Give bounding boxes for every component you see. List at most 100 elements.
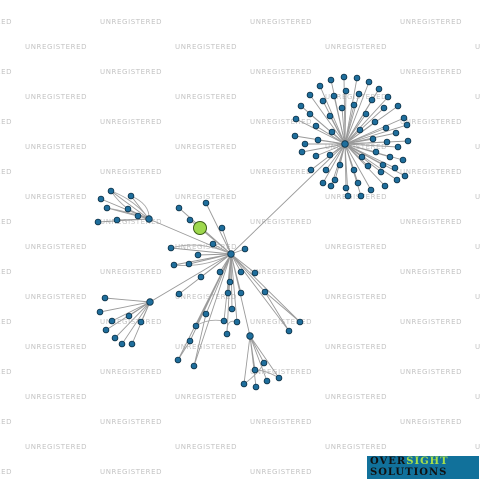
network-node[interactable] [355,90,363,98]
network-node[interactable] [291,132,299,140]
network-node[interactable] [362,110,370,118]
network-node[interactable] [228,305,236,313]
network-node[interactable] [364,162,372,170]
network-node[interactable] [326,112,334,120]
network-node[interactable] [350,101,358,109]
network-node[interactable] [365,78,373,86]
network-node[interactable] [392,129,400,137]
network-node[interactable] [137,318,145,326]
network-node[interactable] [312,122,320,130]
network-node[interactable] [216,268,224,276]
network-node[interactable] [108,317,116,325]
network-node[interactable] [394,102,402,110]
network-node[interactable] [330,92,338,100]
network-node[interactable] [338,104,346,112]
network-node[interactable] [400,114,408,122]
network-node[interactable] [134,212,142,220]
network-node[interactable] [186,216,194,224]
network-node[interactable] [319,179,327,187]
network-node[interactable] [174,356,182,364]
network-node[interactable] [344,192,352,200]
focal-node[interactable] [193,221,207,235]
network-node[interactable] [399,156,407,164]
network-node[interactable] [186,337,194,345]
network-node[interactable] [175,290,183,298]
network-node[interactable] [118,340,126,348]
hub-node[interactable] [246,332,254,340]
network-node[interactable] [342,184,350,192]
network-node[interactable] [394,143,402,151]
network-node[interactable] [251,269,259,277]
network-node[interactable] [223,330,231,338]
network-node[interactable] [297,102,305,110]
network-node[interactable] [340,73,348,81]
network-node[interactable] [319,97,327,105]
network-node[interactable] [94,218,102,226]
network-node[interactable] [393,176,401,184]
network-node[interactable] [103,204,111,212]
network-node[interactable] [312,152,320,160]
network-node[interactable] [384,93,392,101]
network-node[interactable] [296,318,304,326]
network-node[interactable] [327,182,335,190]
network-node[interactable] [301,140,309,148]
network-node[interactable] [197,273,205,281]
network-node[interactable] [404,137,412,145]
network-node[interactable] [336,161,344,169]
hub-node[interactable] [145,215,153,223]
network-node[interactable] [380,104,388,112]
network-node[interactable] [128,340,136,348]
network-node[interactable] [192,322,200,330]
network-node[interactable] [101,294,109,302]
network-node[interactable] [113,216,121,224]
network-node[interactable] [233,318,241,326]
network-node[interactable] [356,126,364,134]
network-node[interactable] [357,192,365,200]
network-node[interactable] [240,380,248,388]
network-node[interactable] [383,138,391,146]
network-node[interactable] [167,244,175,252]
network-node[interactable] [275,374,283,382]
network-node[interactable] [111,334,119,342]
network-node[interactable] [97,195,105,203]
network-node[interactable] [386,153,394,161]
network-node[interactable] [202,199,210,207]
network-node[interactable] [209,240,217,248]
network-node[interactable] [350,166,358,174]
network-node[interactable] [292,115,300,123]
network-node[interactable] [369,135,377,143]
network-node[interactable] [96,308,104,316]
network-node[interactable] [377,168,385,176]
hub-node[interactable] [227,250,235,258]
network-node[interactable] [190,362,198,370]
network-node[interactable] [218,224,226,232]
network-node[interactable] [328,128,336,136]
network-node[interactable] [327,76,335,84]
network-node[interactable] [202,310,210,318]
network-node[interactable] [194,251,202,259]
network-node[interactable] [368,96,376,104]
network-node[interactable] [307,166,315,174]
network-node[interactable] [127,192,135,200]
network-node[interactable] [107,187,115,195]
network-node[interactable] [371,118,379,126]
network-node[interactable] [342,87,350,95]
network-node[interactable] [391,164,399,172]
network-node[interactable] [220,317,228,325]
network-node[interactable] [125,312,133,320]
network-node[interactable] [226,278,234,286]
network-node[interactable] [306,91,314,99]
network-node[interactable] [358,153,366,161]
network-node[interactable] [381,182,389,190]
hub-node[interactable] [341,140,349,148]
network-node[interactable] [379,161,387,169]
network-node[interactable] [102,326,110,334]
network-node[interactable] [170,261,178,269]
network-node[interactable] [124,205,132,213]
network-node[interactable] [224,289,232,297]
network-node[interactable] [382,124,390,132]
network-node[interactable] [326,151,334,159]
network-node[interactable] [375,85,383,93]
network-node[interactable] [372,148,380,156]
network-node[interactable] [237,268,245,276]
